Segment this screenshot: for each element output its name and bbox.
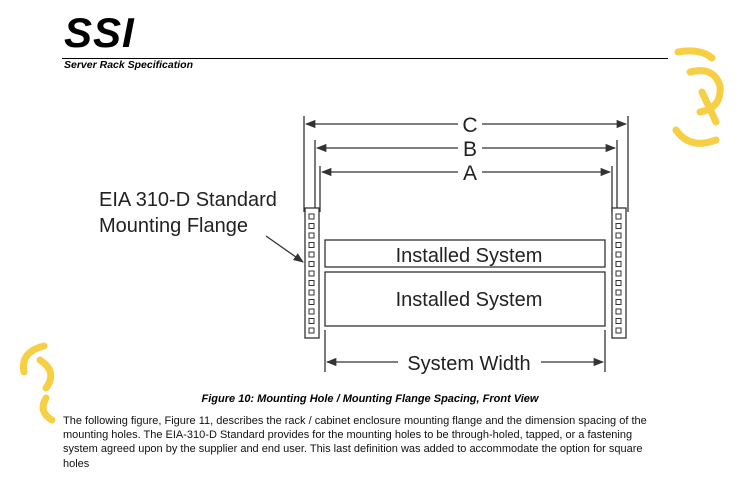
mounting-hole — [615, 213, 622, 220]
mounting-hole — [615, 251, 622, 258]
flange-label-line2: Mounting Flange — [99, 215, 248, 237]
mounting-hole — [308, 251, 315, 258]
mounting-hole — [615, 289, 622, 296]
dimension-lines — [303, 116, 629, 212]
header-rule — [62, 58, 668, 59]
mounting-hole — [308, 318, 315, 324]
right-mounting-flange — [611, 207, 627, 339]
mounting-hole — [615, 270, 622, 277]
mounting-hole — [615, 223, 622, 229]
system-width-dimension — [324, 330, 606, 372]
installed-system-2-label: Installed System — [396, 289, 543, 311]
watermark-top-right — [672, 47, 724, 147]
company-logo: SSI — [64, 9, 135, 56]
mounting-hole — [308, 261, 315, 267]
mounting-hole — [308, 308, 315, 315]
mounting-hole — [615, 232, 622, 239]
flange-label-line1: EIA 310-D Standard — [99, 189, 277, 211]
figure-caption: Figure 10: Mounting Hole / Mounting Flan… — [201, 393, 539, 405]
system-width-label: System Width — [407, 353, 530, 375]
mounting-hole — [615, 280, 622, 286]
installed-system-2-box — [324, 271, 606, 327]
dimension-a-label: A — [463, 162, 477, 185]
mounting-hole — [615, 242, 622, 248]
body-paragraph: The following figure, Figure 11, describ… — [63, 415, 647, 470]
mounting-hole — [308, 232, 315, 239]
mounting-hole — [615, 261, 622, 267]
mounting-hole — [308, 299, 315, 305]
mounting-hole — [615, 318, 622, 324]
mounting-hole — [308, 242, 315, 248]
installed-system-1-box — [324, 239, 606, 268]
dimension-c-label: C — [462, 114, 477, 137]
mounting-hole — [615, 327, 622, 334]
dimension-b-label: B — [463, 138, 477, 161]
mounting-hole — [308, 213, 315, 220]
left-mounting-flange — [304, 207, 320, 339]
mounting-hole — [308, 223, 315, 229]
mounting-hole — [308, 280, 315, 286]
mounting-hole — [615, 308, 622, 315]
flange-leader-line — [265, 235, 304, 263]
mounting-hole — [308, 327, 315, 334]
watermark-bottom-left — [19, 342, 56, 424]
mounting-hole — [308, 270, 315, 277]
mounting-hole — [308, 289, 315, 296]
document-subtitle: Server Rack Specification — [64, 59, 193, 71]
installed-system-1-label: Installed System — [396, 245, 543, 267]
mounting-hole — [615, 299, 622, 305]
